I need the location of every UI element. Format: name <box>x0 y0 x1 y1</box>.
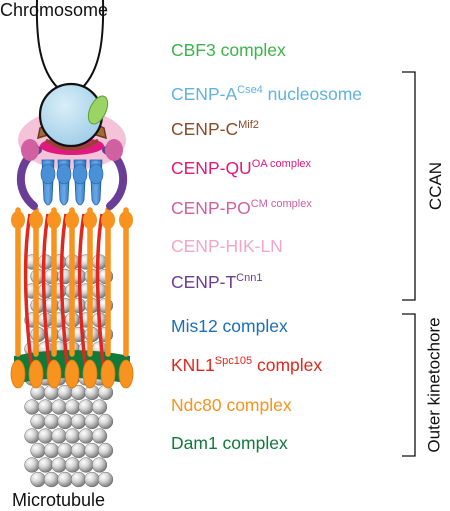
tubulin-subunit <box>78 428 94 444</box>
ccan-bracket <box>402 71 416 301</box>
knl1-fiber <box>23 213 34 373</box>
cbf3-shape <box>87 95 109 125</box>
tubulin-subunit <box>97 471 114 488</box>
ndc80-head-top <box>11 211 25 229</box>
knl1-fiber <box>77 213 88 373</box>
tubulin-subunit <box>51 457 67 473</box>
tubulin-subunit <box>43 442 60 459</box>
mis12-head <box>72 163 88 185</box>
tubulin-subunit <box>78 399 94 415</box>
mis12-head <box>56 163 72 185</box>
legend-item-cenppo: CENP-POCM complex <box>171 198 312 218</box>
legend-item-ndc80: Ndc80 complex <box>171 395 292 415</box>
legend-item-mis12: Mis12 complex <box>171 316 288 336</box>
tubulin-subunit <box>57 413 73 430</box>
mis12-head <box>40 163 56 185</box>
ndc80-head-bottom <box>64 359 80 389</box>
tubulin-subunit <box>91 428 108 444</box>
legend-item-cenpt: CENP-TCnn1 <box>171 272 263 292</box>
outer-kinetochore-bracket <box>402 313 416 457</box>
tubulin-subunit <box>30 471 46 488</box>
legend-item-cbf3: CBF3 complex <box>171 40 286 60</box>
ndc80-head-bottom <box>82 359 98 389</box>
tubulin-subunit <box>57 442 73 459</box>
ndc80-head-bottom <box>118 359 134 389</box>
legend-item-knl1: KNL1Spc105 complex <box>171 355 323 375</box>
tubulin-subunit <box>84 413 100 430</box>
tubulin-subunit <box>78 457 94 473</box>
outer-kinetochore-fibers <box>10 207 134 389</box>
tubulin-subunit <box>70 413 87 430</box>
tubulin-subunit <box>97 413 114 430</box>
tubulin-subunit <box>51 399 67 415</box>
cenp-po-shape-right <box>105 139 123 161</box>
ndc80-head-bottom <box>46 359 62 389</box>
mis12-head <box>88 163 104 185</box>
chromosome-label: Chromosome <box>0 0 109 20</box>
tubulin-subunit <box>64 399 81 415</box>
tubulin-subunit <box>24 399 40 415</box>
knl1-fiber <box>95 213 106 373</box>
tubulin-subunit <box>51 428 67 444</box>
legend-item-cenpc: CENP-CMif2 <box>171 119 259 139</box>
tubulin-subunit <box>37 457 54 473</box>
tubulin-subunit <box>30 442 46 459</box>
tubulin-subunit <box>43 471 60 488</box>
tubulin-subunit <box>97 442 114 459</box>
tubulin-subunit <box>84 471 100 488</box>
tubulin-subunit <box>24 457 40 473</box>
tubulin-subunit <box>70 442 87 459</box>
tubulin-subunit <box>43 413 60 430</box>
tubulin-subunit <box>57 471 73 488</box>
ccan-label: CCAN <box>426 161 446 211</box>
knl1-fiber <box>59 213 70 373</box>
ndc80-head-top <box>119 211 133 229</box>
legend-item-cenphik: CENP-HIK-LN <box>171 236 283 256</box>
ndc80-head-top <box>83 211 97 229</box>
tubulin-subunit <box>37 399 54 415</box>
ndc80-head-bottom <box>28 359 44 389</box>
outer-kinetochore-label: Outer kinetochore <box>424 317 444 453</box>
ndc80-head-top <box>65 211 79 229</box>
knl1-fiber <box>41 213 52 373</box>
tubulin-subunit <box>64 457 81 473</box>
ndc80-head-top <box>47 211 61 229</box>
tubulin-subunit <box>84 442 100 459</box>
dna-strand-right <box>81 0 105 89</box>
tubulin-subunit <box>91 457 108 473</box>
ndc80-head-bottom <box>100 359 116 389</box>
microtubule-label: Microtubule <box>12 490 106 510</box>
tubulin-subunit <box>30 413 46 430</box>
ndc80-head-bottom <box>10 359 26 389</box>
tubulin-subunit <box>37 428 54 444</box>
tubulin-subunit <box>70 471 87 488</box>
legend-item-dam1: Dam1 complex <box>171 433 288 453</box>
tubulin-subunit <box>64 428 81 444</box>
mis12-shapes <box>40 159 104 206</box>
tubulin-subunit <box>91 399 108 415</box>
dna-strand-left <box>35 0 59 89</box>
legend-item-cenpa: CENP-ACse4 nucleosome <box>171 84 363 104</box>
tubulin-subunit <box>24 428 40 444</box>
ndc80-head-top <box>101 211 115 229</box>
cenp-po-shape-left <box>21 139 39 161</box>
legend-item-cenpqu: CENP-QUOA complex <box>171 158 312 178</box>
ndc80-head-top <box>29 211 43 229</box>
